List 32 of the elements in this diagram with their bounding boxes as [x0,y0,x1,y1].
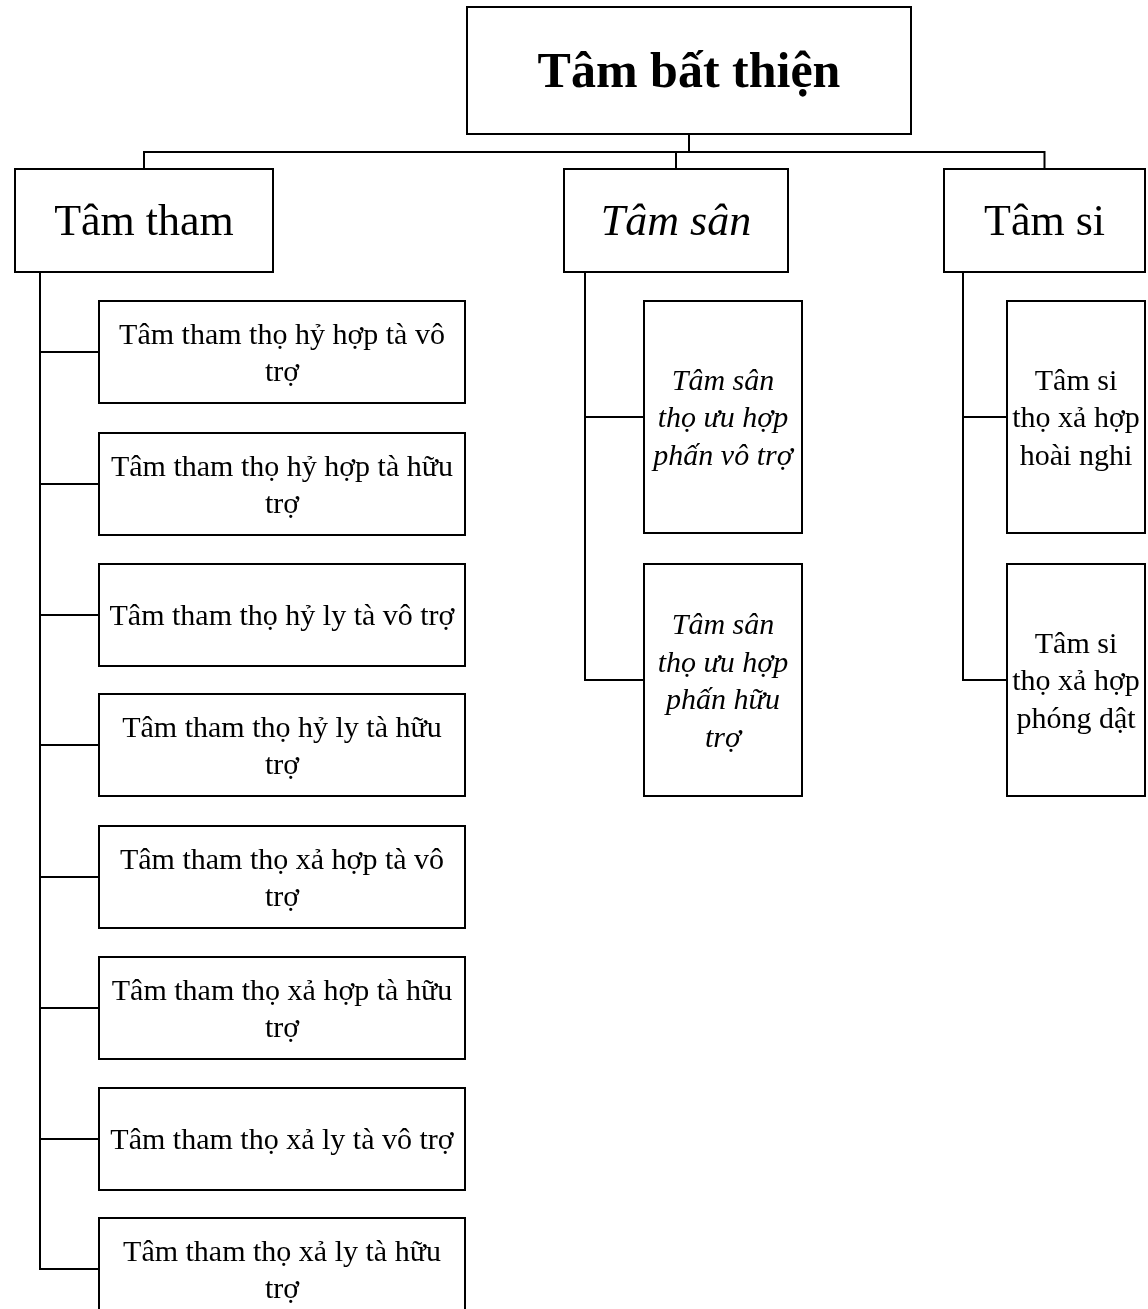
box-text: Tâm tham thọ xả ly tà hữu trợ [122,1232,442,1306]
tree-box [98,1217,466,1309]
tree-box [563,168,789,273]
box-text: Tâm tham thọ hỷ hợp tà hữu trợ [109,447,455,521]
tree-box [98,956,466,1060]
box-text: Tâm tham thọ xả hợp tà vô trợ [118,840,446,914]
box-text: Tâm tham thọ xả hợp tà hữu trợ [110,971,454,1045]
box-text: Tâm tham thọ hỷ ly tà vô trợ [109,597,455,634]
tree-box [98,300,466,404]
tree-box [98,1087,466,1191]
box-text: Tâm tham thọ hỷ ly tà hữu trợ [121,708,443,782]
tree-box [98,563,466,667]
tree-box [14,168,274,273]
tree-box [466,6,912,135]
box-text: Tâm bất thiện [537,41,841,101]
tree-box [643,563,803,797]
box-text: Tâm tham thọ hỷ hợp tà vô trợ [118,315,446,389]
box-text: Tâm tham [54,195,234,247]
box-text: Tâm tham thọ xả ly tà vô trợ [110,1121,454,1158]
box-text: Tâm si thọ xả hợp hoài nghi [1012,361,1140,473]
box-text: Tâm si thọ xả hợp phóng dật [1012,624,1140,736]
tree-box [943,168,1146,273]
tree-box [98,432,466,536]
box-text: Tâm sân thọ ưu hợp phấn vô trợ [650,361,795,473]
tree-box [1006,563,1146,797]
tree-box [98,825,466,929]
box-text: Tâm si [984,195,1105,247]
tree-box [1006,300,1146,534]
tree-box [643,300,803,534]
box-text: Tâm sân thọ ưu hợp phấn hữu trợ [656,606,790,755]
tree-box [98,693,466,797]
box-text: Tâm sân [600,195,752,247]
